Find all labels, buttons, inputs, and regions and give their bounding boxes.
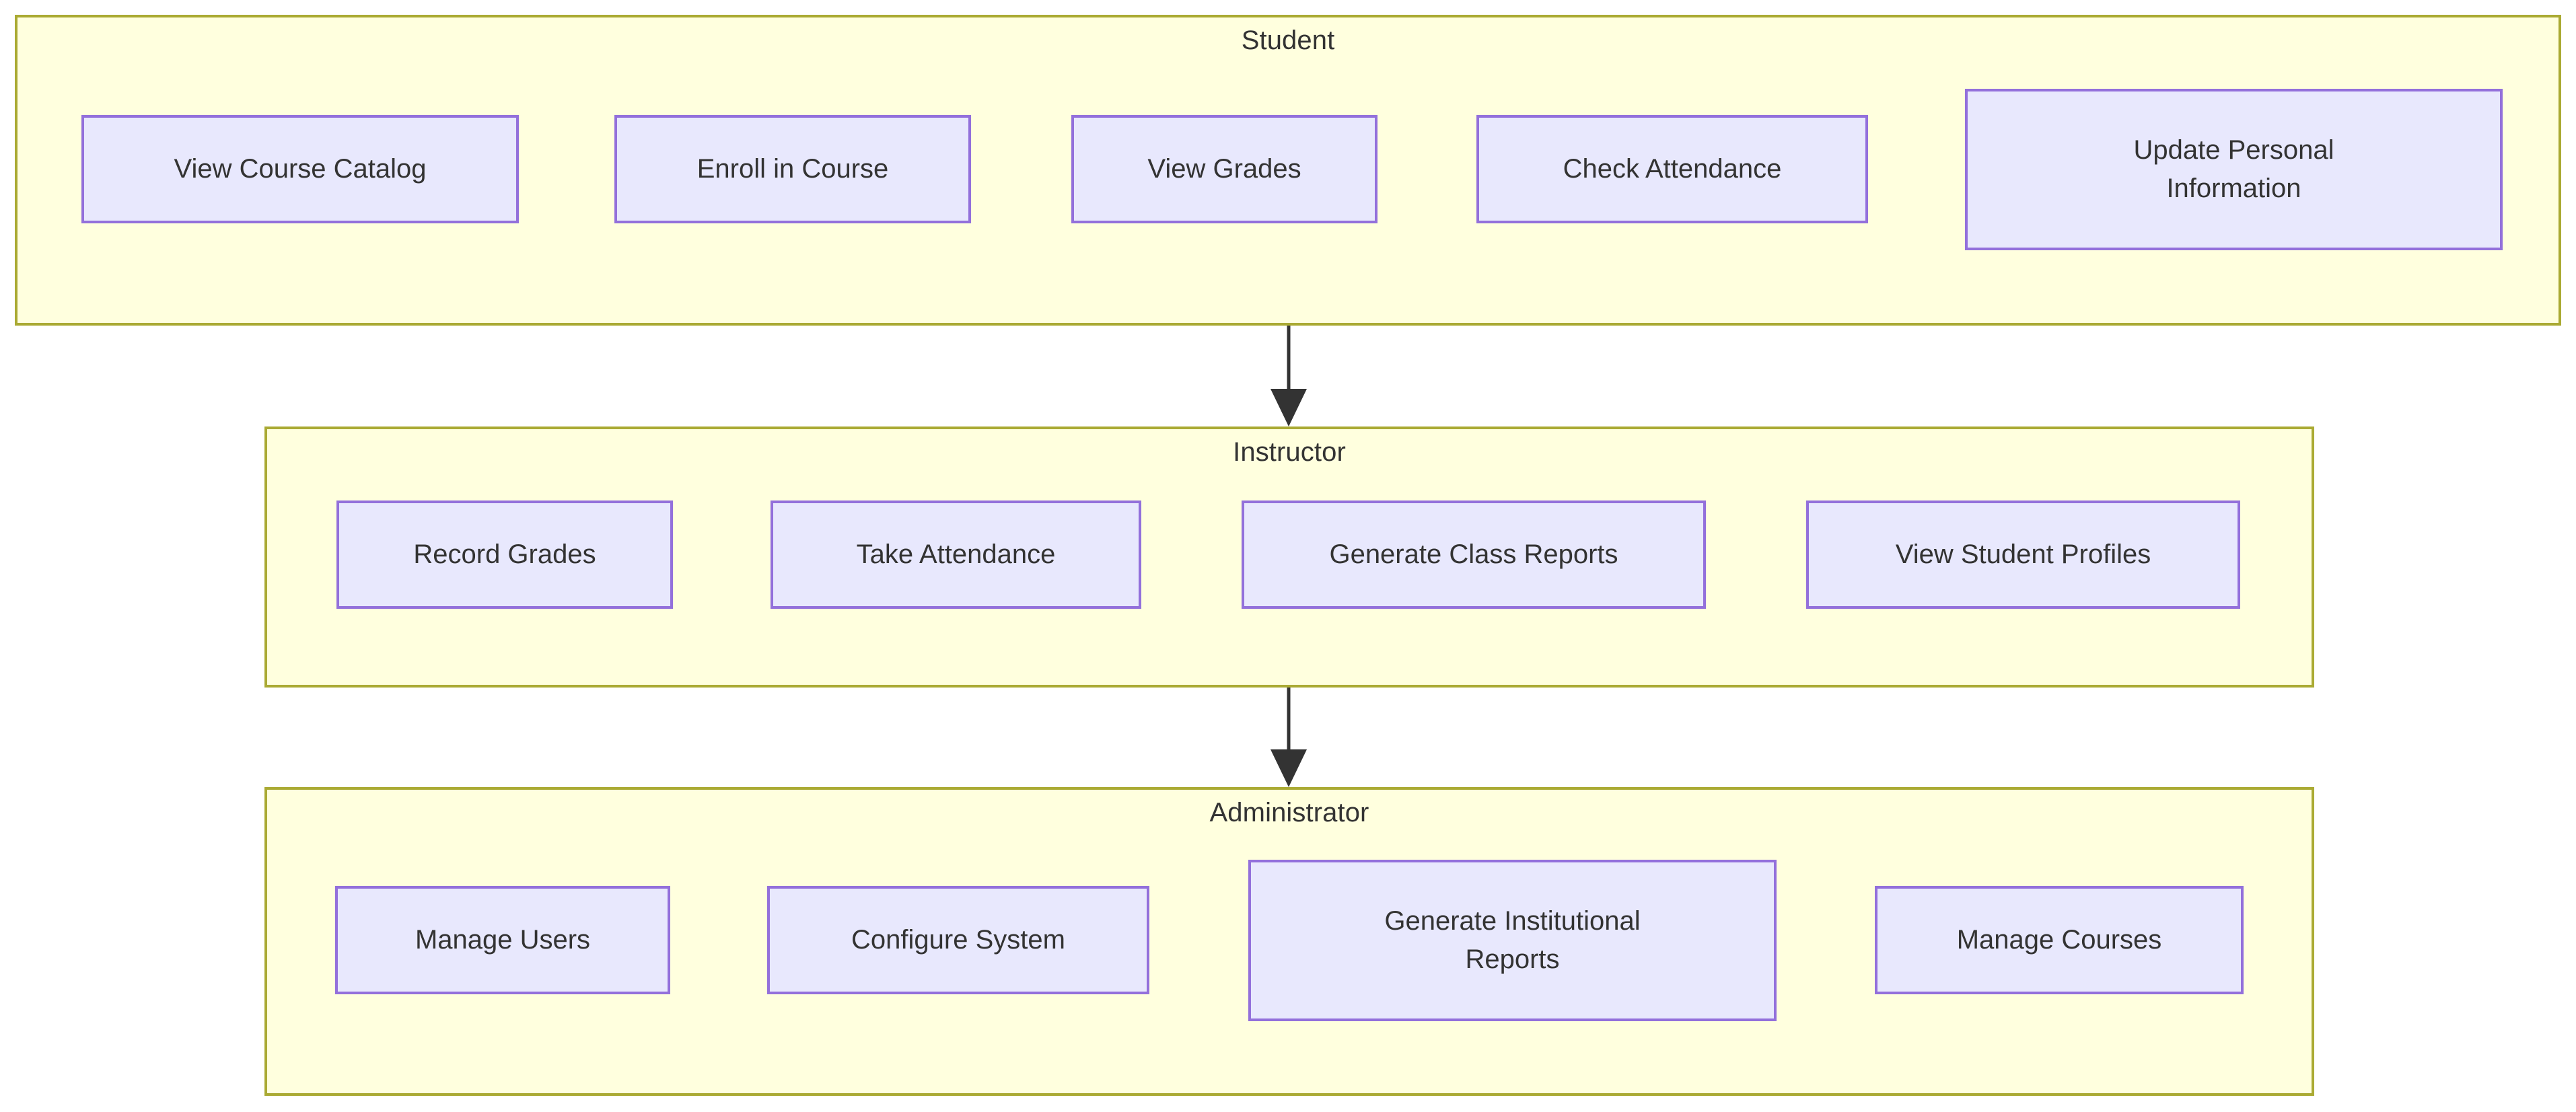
node-record-grades[interactable]: Record Grades [336,501,673,609]
node-label: Check Attendance [1563,154,1782,184]
node-label: View Grades [1147,154,1301,184]
node-configure-system[interactable]: Configure System [767,886,1149,994]
node-label: Manage Users [415,925,591,955]
node-label: View Course Catalog [174,154,427,184]
node-update-personal-information[interactable]: Update Personal Information [1965,89,2503,250]
node-manage-users[interactable]: Manage Users [335,886,670,994]
node-view-grades[interactable]: View Grades [1071,115,1378,223]
edge-student-instructor [1271,326,1307,427]
node-label: Manage Courses [1956,925,2162,955]
node-generate-class-reports[interactable]: Generate Class Reports [1242,501,1706,609]
node-view-course-catalog[interactable]: View Course Catalog [81,115,519,223]
node-generate-institutional-reports[interactable]: Generate Institutional Reports [1248,860,1777,1021]
node-manage-courses[interactable]: Manage Courses [1875,886,2244,994]
node-label: View Student Profiles [1895,540,2151,570]
node-label: Update Personal Information [2133,135,2334,203]
node-label: Generate Class Reports [1329,540,1618,570]
node-label: Configure System [851,925,1065,955]
node-label: Enroll in Course [696,154,889,184]
node-label: Take Attendance [856,540,1056,570]
node-view-student-profiles[interactable]: View Student Profiles [1806,501,2240,609]
cluster-title-student: Student [1241,26,1335,55]
node-label: Record Grades [413,540,596,570]
edge-instructor-administrator [1271,688,1307,787]
cluster-title-administrator: Administrator [1209,798,1369,827]
node-enroll-in-course[interactable]: Enroll in Course [614,115,971,223]
node-label: Generate Institutional Reports [1384,906,1641,974]
node-take-attendance[interactable]: Take Attendance [771,501,1141,609]
node-check-attendance[interactable]: Check Attendance [1476,115,1868,223]
cluster-title-instructor: Instructor [1233,437,1346,467]
